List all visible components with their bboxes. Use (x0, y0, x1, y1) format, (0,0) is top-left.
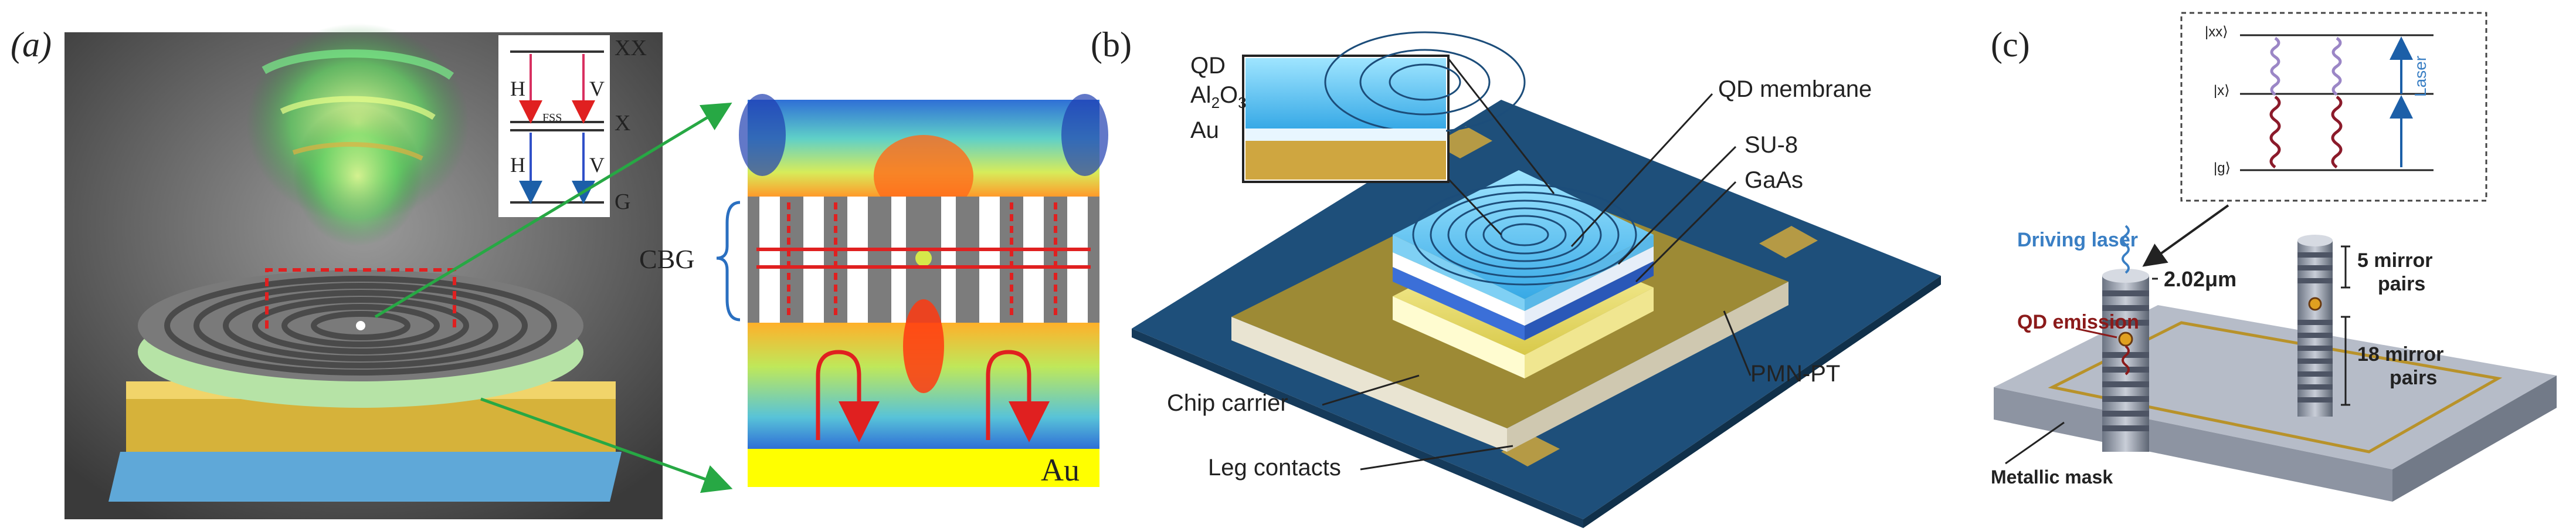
mirror-top-label-1: 5 mirror (2357, 249, 2433, 272)
level-x-label: X (615, 111, 631, 136)
level-g-label: G (615, 190, 631, 214)
inset-g-label: |g⟩ (2214, 160, 2231, 176)
cross-section-marker (265, 268, 456, 329)
qd-emission-wave (2122, 345, 2130, 376)
al2o3-sub-2: 3 (1238, 94, 1247, 111)
al2o3-sub-1: 2 (1211, 94, 1220, 111)
panel-a-label: (a) (11, 25, 52, 64)
cbg-label: CBG (639, 244, 695, 274)
transition-v-lower: V (589, 153, 605, 177)
cbg-brace (716, 201, 741, 322)
inset-al2o3-label: Al2O3 (1190, 82, 1247, 112)
qd-left (2118, 332, 2133, 347)
diameter-label: 2.02μm (2164, 267, 2237, 291)
panel-c-label: (c) (1991, 25, 2030, 64)
inset-qd-label: QD (1190, 53, 1226, 79)
qd-right (2308, 297, 2322, 311)
mirror-bottom-label-2: pairs (2390, 367, 2438, 389)
qd-emission-label: QD emission (2017, 311, 2139, 333)
chip-carrier-label: Chip carrier (1167, 390, 1288, 416)
qd-membrane-surface (1393, 170, 1654, 299)
mirror-bottom-label-1: 18 mirror (2357, 343, 2444, 366)
transition-h-upper: H (510, 77, 525, 100)
panel-c-graphics (1994, 12, 2557, 502)
zoom-arrow-top (374, 102, 732, 319)
fss-label: FSS (542, 111, 562, 124)
panel-b-graphics (1132, 31, 1941, 528)
panel-b-label: (b) (1091, 25, 1132, 64)
leg-contacts-label: Leg contacts (1208, 455, 1341, 481)
mirror-top-label-2: pairs (2378, 273, 2426, 295)
transition-v-upper: V (589, 77, 605, 100)
driving-laser-label: Driving laser (2017, 229, 2138, 251)
su8-label: SU-8 (1745, 132, 1798, 158)
leader-lines (1322, 93, 1752, 471)
reflection-arrows (816, 350, 1050, 442)
al2o3-al: Al (1190, 82, 1211, 108)
transition-h-lower: H (510, 153, 525, 177)
gaas-label: GaAs (1745, 167, 1804, 193)
gold-mirror-bar (748, 449, 1099, 487)
grating-gaps (759, 197, 1088, 323)
inset-laser-label: Laser (2411, 55, 2429, 97)
quantum-dot (915, 250, 932, 266)
energy-level-inset (498, 35, 610, 217)
zoom-arrow-bottom (480, 397, 733, 493)
al2o3-o: O (1220, 82, 1238, 108)
driving-laser-wave (2122, 225, 2130, 274)
substrate-blue (108, 452, 622, 502)
au-label: Au (1041, 452, 1080, 488)
panel-a-graphics (65, 23, 1108, 519)
level-xx-label: XX (615, 36, 647, 60)
pmn-pt-label: PMN-PT (1750, 361, 1841, 387)
metallic-mask-label: Metallic mask (1991, 466, 2113, 488)
inset-xx-label: |xx⟩ (2205, 24, 2228, 40)
inset-au-label: Au (1190, 117, 1219, 143)
qd-membrane-label: QD membrane (1718, 76, 1872, 102)
inset-x-label: |x⟩ (2214, 83, 2230, 99)
